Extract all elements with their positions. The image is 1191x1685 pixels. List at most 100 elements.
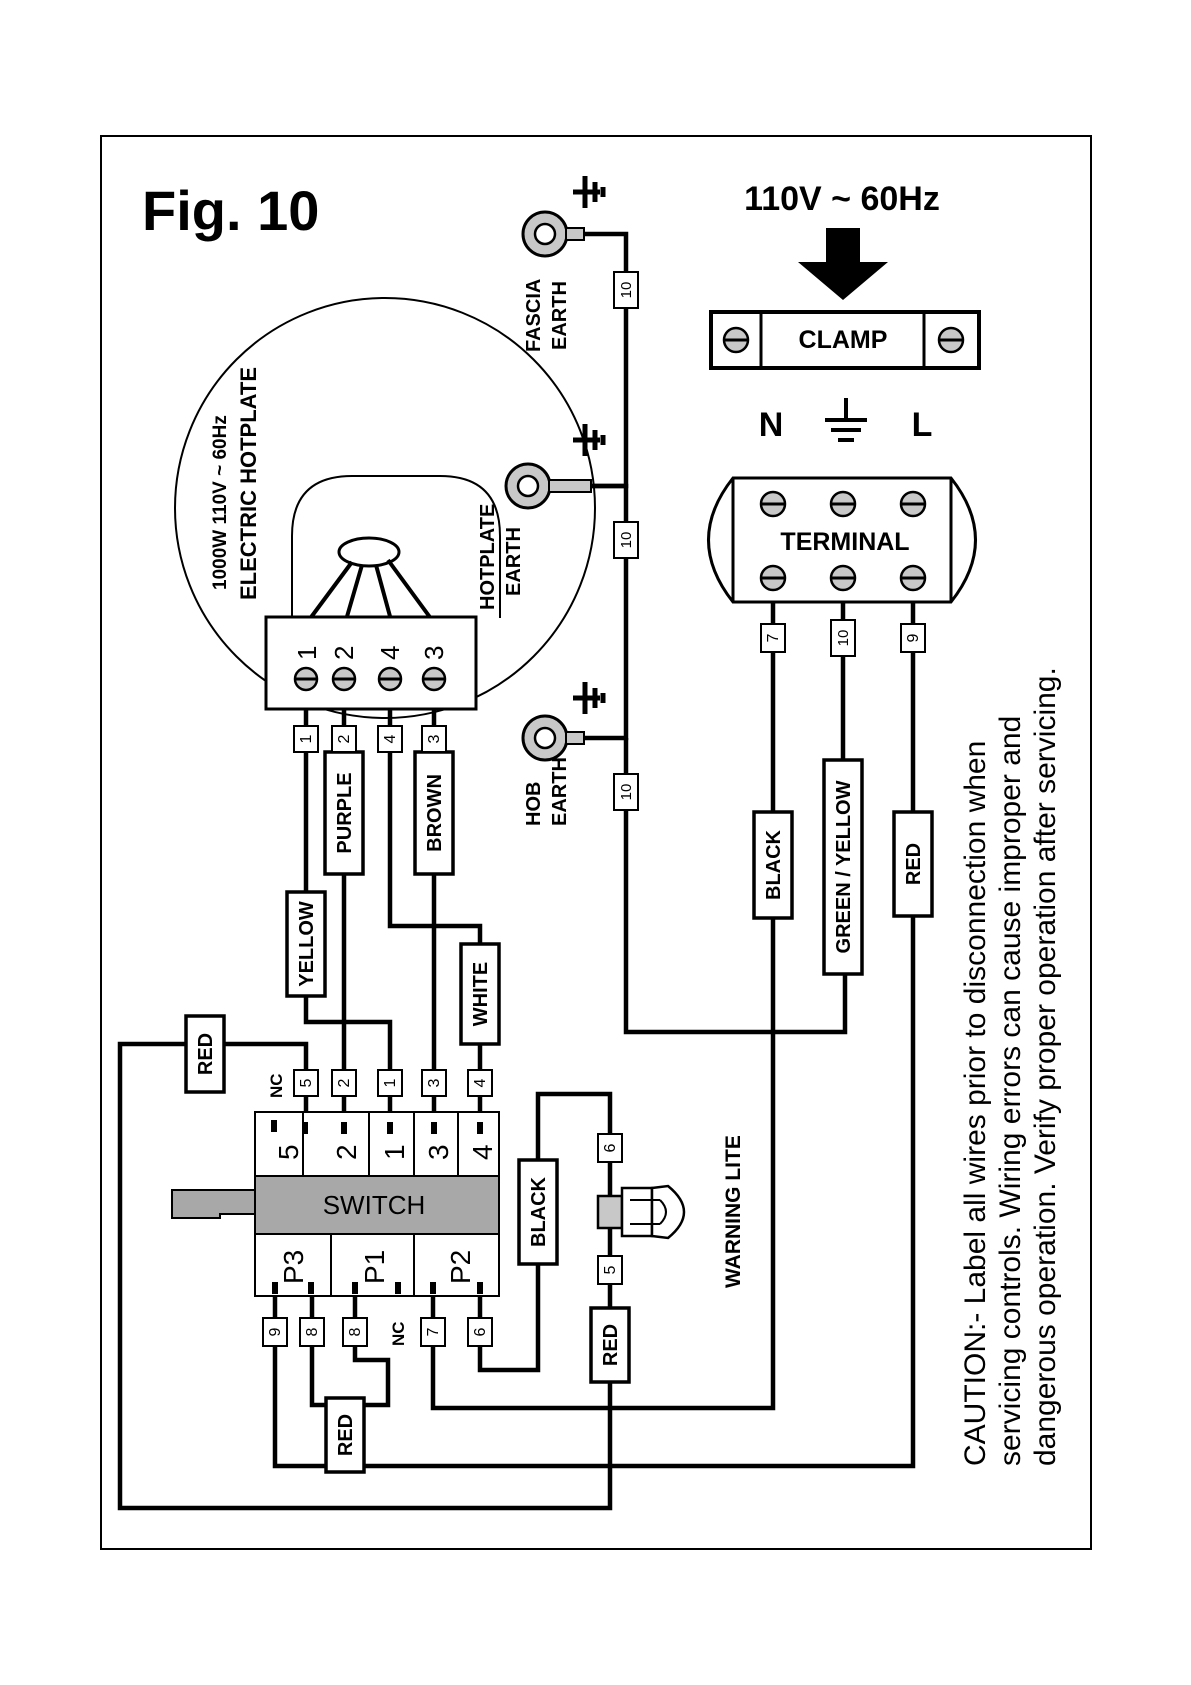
wire-color-label-yellow: YELLOW: [285, 890, 327, 998]
wire-color-label-red: RED: [892, 810, 934, 918]
warning-lite-icon: [596, 1184, 686, 1240]
live-label: L: [912, 406, 933, 444]
wire-number-tag: 7: [420, 1317, 446, 1347]
svg-text:7: 7: [425, 1327, 442, 1336]
fascia-earth-label: FASCIA: [523, 279, 545, 352]
svg-text:6: 6: [472, 1327, 489, 1336]
wire-number-tag: 4: [377, 725, 403, 753]
wire-number-tag: 10: [613, 521, 639, 559]
caution-note: dangerous operation. Verify proper opera…: [1029, 667, 1062, 1466]
wire-color-label-green-yellow: GREEN / YELLOW: [822, 758, 864, 976]
wire-number-tag: 2: [331, 1069, 357, 1097]
svg-text:10: 10: [618, 532, 635, 549]
hotplate-name: ELECTRIC HOTPLATE: [236, 367, 261, 600]
svg-text:9: 9: [267, 1327, 284, 1336]
wire-color-label-purple: PURPLE: [323, 750, 365, 876]
hotplate-rating: 1000W 110V ~ 60Hz: [210, 415, 231, 590]
earth-wire: [623, 738, 848, 1035]
svg-text:PURPLE: PURPLE: [334, 772, 356, 853]
terminal-block: TERMINAL: [707, 476, 977, 604]
wire-color-label-white: WHITE: [459, 942, 501, 1046]
clamp-label: CLAMP: [799, 326, 888, 354]
wire-number-tag: 8: [299, 1317, 325, 1347]
wire-number-tag: 7: [760, 623, 786, 653]
caution-note: CAUTION:- Label all wires prior to disco…: [959, 741, 992, 1466]
wire-number-tag: 4: [467, 1069, 493, 1097]
wire-number-tag: 6: [467, 1317, 493, 1347]
svg-text:2: 2: [336, 1078, 353, 1087]
svg-text:10: 10: [835, 630, 852, 647]
switch-pin-label: P3: [278, 1250, 309, 1284]
clamp: CLAMP: [709, 310, 981, 370]
red-supply-wire: [272, 602, 916, 1469]
warning-lite-label: WARNING LITE: [722, 1135, 745, 1288]
svg-text:RED: RED: [195, 1033, 217, 1075]
wire-number-tag: 1: [377, 1069, 403, 1097]
wire-color-label-red: RED: [589, 1306, 631, 1384]
hotplate-pin: 2: [329, 646, 359, 660]
hotplate-pin: 1: [292, 646, 322, 660]
wire-color-label-black: BLACK: [517, 1158, 559, 1266]
switch-pin-label: 5: [273, 1144, 304, 1160]
svg-text:BROWN: BROWN: [424, 774, 446, 852]
switch-pin-label: 2: [331, 1144, 362, 1160]
wire-number-tag: 1: [293, 725, 319, 753]
wire-number-tag: 6: [597, 1133, 623, 1163]
wire-number-tag: 3: [421, 1069, 447, 1097]
hotplate-earth-lug-icon: [504, 462, 592, 510]
hotplate-pin: 3: [419, 646, 449, 660]
wire-number-tag: 10: [613, 773, 639, 811]
svg-text:2: 2: [336, 734, 353, 743]
diagram-frame: [100, 135, 1092, 1550]
nc-label: NC: [267, 1073, 286, 1098]
wire-number-tag: 9: [262, 1317, 288, 1347]
switch-pin-label: 4: [467, 1144, 498, 1160]
svg-text:1: 1: [298, 734, 315, 743]
svg-text:RED: RED: [903, 843, 925, 885]
hob-earth-label: HOB: [523, 782, 545, 826]
svg-text:BLACK: BLACK: [763, 829, 785, 900]
electric-hotplate: 1000W 110V ~ 60Hz ELECTRIC HOTPLATE: [174, 297, 596, 719]
svg-text:4: 4: [472, 1078, 489, 1087]
neutral-label: N: [759, 406, 784, 444]
wire-color-label-black: BLACK: [752, 810, 794, 920]
wire-color-label-brown: BROWN: [413, 750, 455, 876]
earth-icon: [573, 424, 606, 456]
switch-pin-label: 3: [423, 1144, 454, 1160]
svg-text:10: 10: [618, 784, 635, 801]
supply-arrow: [798, 228, 888, 300]
wire-number-tag: 2: [331, 725, 357, 753]
red-feed-wire: [117, 1041, 613, 1511]
svg-text:BLACK: BLACK: [528, 1176, 550, 1247]
switch-label: SWITCH: [323, 1190, 426, 1220]
earth-icon: [573, 682, 606, 714]
clamp-screw-right-icon: [937, 326, 965, 354]
switch-pin-label: P2: [445, 1250, 476, 1284]
black-supply-wire: [430, 602, 776, 1411]
svg-text:4: 4: [382, 734, 399, 743]
figure-title: Fig. 10: [142, 179, 319, 242]
nc-label: NC: [389, 1321, 408, 1346]
svg-text:5: 5: [298, 1078, 315, 1087]
switch-pin-label: P1: [359, 1250, 390, 1284]
svg-text:YELLOW: YELLOW: [296, 901, 318, 987]
terminal-label: TERMINAL: [780, 528, 909, 556]
ground-icon: [825, 398, 867, 442]
caution-note: servicing controls. Wiring errors can ca…: [994, 716, 1027, 1466]
fascia-earth-label: EARTH: [549, 281, 571, 350]
earth-icon: [573, 176, 606, 208]
svg-text:WHITE: WHITE: [470, 962, 492, 1026]
earth-wire: [584, 483, 629, 741]
fascia-earth-lug-icon: [521, 210, 585, 258]
svg-text:10: 10: [618, 282, 635, 299]
wire-number-tag: 10: [613, 271, 639, 309]
svg-text:8: 8: [347, 1327, 364, 1336]
svg-text:RED: RED: [335, 1414, 357, 1456]
hob-earth-lug-icon: [521, 714, 585, 762]
svg-text:8: 8: [304, 1327, 321, 1336]
hotplate-earth-label: HOTPLATE: [477, 504, 499, 610]
rotary-switch: SWITCH 5 2 1 3 4 P3 P1 P2 NC NC: [171, 1073, 500, 1346]
svg-text:3: 3: [426, 734, 443, 743]
svg-text:3: 3: [426, 1078, 443, 1087]
wire-number-tag: 8: [342, 1317, 368, 1347]
